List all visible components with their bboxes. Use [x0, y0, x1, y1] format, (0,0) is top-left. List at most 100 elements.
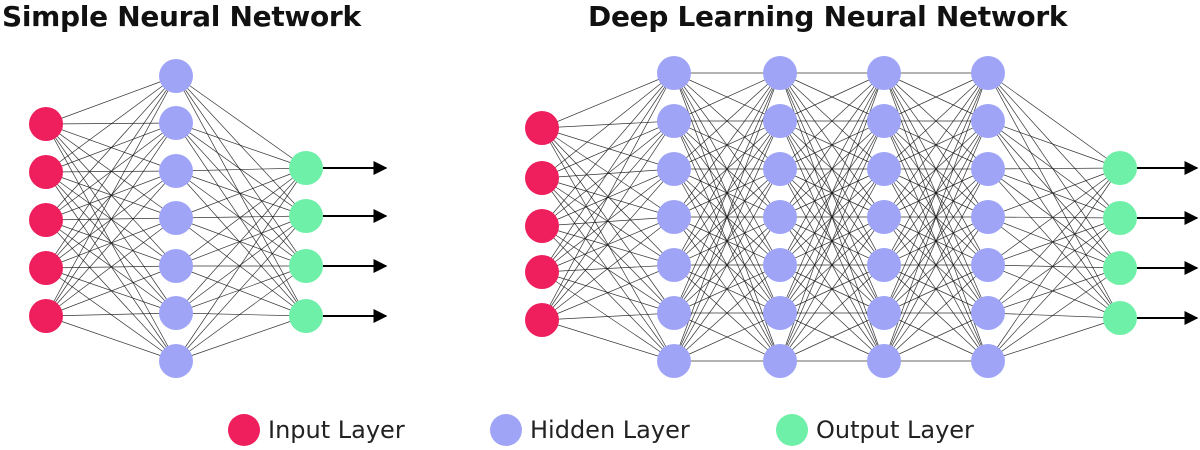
- connection-edge: [175, 122, 307, 317]
- connection-edge: [673, 264, 781, 362]
- connection-edge: [673, 168, 781, 362]
- output-node: [289, 249, 323, 283]
- connection-edge: [541, 72, 675, 273]
- connection-edge: [175, 75, 307, 267]
- connection-edge: [987, 267, 1121, 314]
- connection-edge: [541, 264, 675, 321]
- connection-edge: [175, 170, 307, 267]
- connection-edge: [673, 312, 781, 362]
- hidden-node: [159, 59, 193, 93]
- connection-edge: [175, 315, 307, 362]
- hidden-node: [763, 200, 797, 234]
- connection-edge: [883, 72, 989, 314]
- hidden-node: [657, 104, 691, 138]
- connection-edges: [45, 75, 307, 362]
- hidden-node: [159, 249, 193, 283]
- hidden-layer-swatch: [490, 414, 522, 446]
- connection-edge: [175, 170, 307, 217]
- hidden-node: [971, 200, 1005, 234]
- hidden-node: [657, 152, 691, 186]
- connection-edge: [45, 267, 177, 314]
- connection-edge: [45, 312, 177, 317]
- connection-edge: [673, 72, 781, 266]
- connection-edge: [883, 72, 989, 362]
- connection-edge: [45, 75, 177, 221]
- connection-edge: [175, 167, 307, 172]
- connection-edge: [987, 120, 1121, 269]
- input-node: [525, 209, 559, 243]
- connection-edge: [45, 75, 177, 125]
- hidden-node: [971, 248, 1005, 282]
- input-node: [29, 107, 63, 141]
- connection-edge: [779, 168, 885, 362]
- legend-item-input: Input Layer: [228, 410, 405, 450]
- connection-edge: [45, 217, 177, 317]
- input-node: [525, 111, 559, 145]
- hidden-node: [867, 200, 901, 234]
- connection-edge: [45, 75, 177, 173]
- output-node: [1103, 151, 1137, 185]
- simple-network-title: Simple Neural Network: [2, 0, 361, 33]
- output-node: [289, 151, 323, 185]
- legend-label-output: Output Layer: [816, 416, 974, 444]
- connection-edge: [45, 265, 177, 317]
- connection-edge: [883, 72, 989, 218]
- hidden-node: [159, 296, 193, 330]
- connection-edge: [175, 217, 307, 267]
- hidden-node: [971, 104, 1005, 138]
- connection-edge: [883, 216, 989, 362]
- connection-edge: [987, 217, 1121, 362]
- hidden-node: [971, 296, 1005, 330]
- connection-edge: [175, 312, 307, 317]
- connection-edge: [673, 72, 781, 362]
- connection-edges: [541, 72, 1121, 362]
- connection-edge: [987, 217, 1121, 266]
- legend-label-input: Input Layer: [268, 416, 405, 444]
- connection-edge: [987, 264, 1121, 269]
- hidden-node: [159, 106, 193, 140]
- connection-edge: [883, 72, 989, 266]
- connection-edge: [45, 122, 177, 317]
- connection-edge: [541, 120, 675, 129]
- connection-edge: [673, 72, 781, 314]
- connection-edge: [673, 216, 781, 362]
- connection-edge: [541, 216, 675, 321]
- input-node: [525, 303, 559, 337]
- connection-edge: [883, 312, 989, 362]
- connection-edge: [987, 72, 1121, 269]
- connection-edge: [673, 72, 781, 170]
- connection-edge: [987, 267, 1121, 362]
- connection-edge: [175, 167, 307, 219]
- output-node: [1103, 251, 1137, 285]
- connection-edge: [779, 72, 885, 170]
- hidden-node: [763, 296, 797, 330]
- connection-edge: [175, 265, 307, 317]
- hidden-node: [763, 248, 797, 282]
- input-node: [29, 251, 63, 285]
- hidden-node: [763, 344, 797, 378]
- connection-edge: [779, 72, 885, 266]
- connection-edge: [541, 120, 675, 321]
- input-layer-swatch: [228, 414, 260, 446]
- hidden-node: [657, 344, 691, 378]
- hidden-node: [867, 296, 901, 330]
- connection-edge: [175, 75, 307, 169]
- connection-edge: [779, 72, 885, 122]
- connection-edge: [175, 75, 307, 317]
- connection-edge: [175, 265, 307, 362]
- input-node: [525, 161, 559, 195]
- connection-edge: [987, 72, 1121, 319]
- legend: Input Layer Hidden Layer Output Layer: [0, 410, 1200, 450]
- connection-edge: [541, 127, 675, 170]
- connection-edge: [175, 217, 307, 317]
- hidden-node: [971, 56, 1005, 90]
- input-node: [29, 299, 63, 333]
- connection-edge: [883, 168, 989, 362]
- connection-edge: [541, 168, 675, 227]
- connection-edge: [987, 168, 1121, 219]
- connection-edge: [987, 168, 1121, 269]
- simple-network: [29, 59, 388, 378]
- connection-edge: [541, 319, 675, 362]
